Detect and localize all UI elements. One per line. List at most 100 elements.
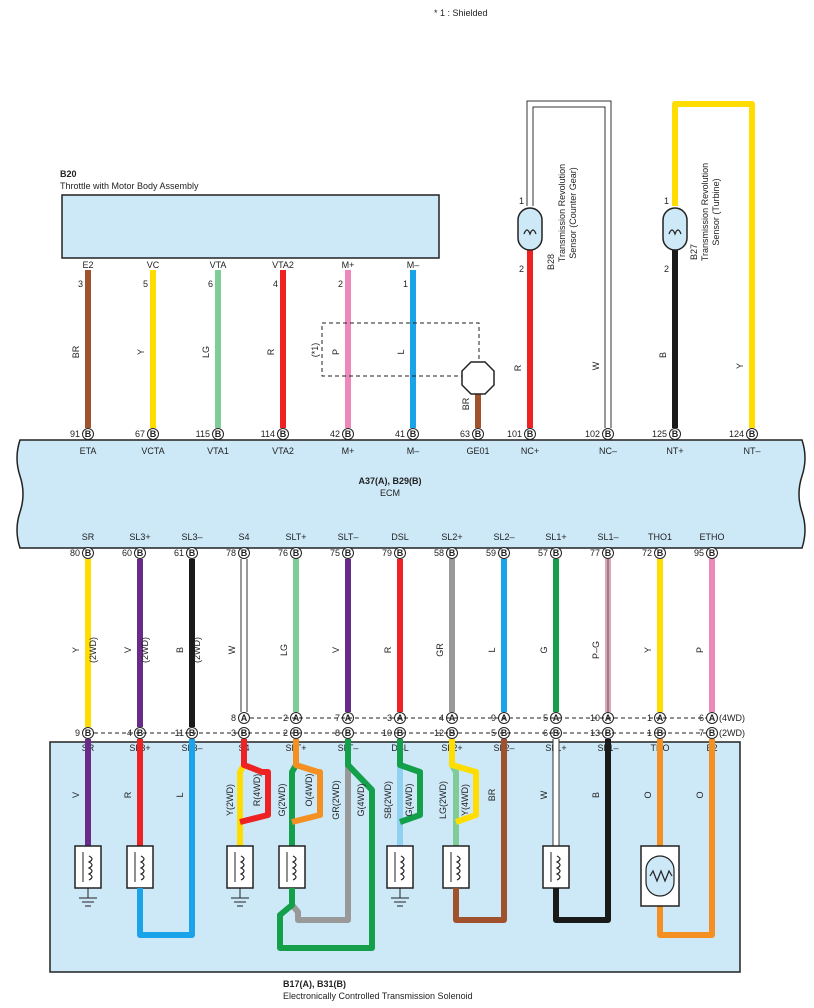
- nc-minus-wire-outline: [526, 100, 612, 428]
- sol-b-pin-0-letter: B: [85, 728, 92, 738]
- ecm-top-pin-number: 42: [330, 429, 340, 439]
- sol-tho-code: O: [643, 791, 653, 798]
- throttle-terminal-name: VTA: [210, 260, 227, 270]
- ecm-bottom-signal: DSL: [391, 532, 409, 542]
- ecm-bottom-pin-8-letter: B: [501, 548, 508, 558]
- sol-a-pin-7-letter: A: [449, 713, 456, 723]
- counter-gear-pin1: 1: [519, 196, 524, 206]
- ecm-top-pin-4-letter: B: [345, 429, 352, 439]
- ecm-bottom-pin-4-letter: B: [293, 548, 300, 558]
- wires-layer: [85, 100, 755, 727]
- ecm-bottom-signal: SR: [82, 532, 95, 542]
- ecm-top-pin-number: 41: [395, 429, 405, 439]
- ecm-bottom-wire-code: P–G: [591, 641, 601, 659]
- sol-sltp-2wd-label: G(2WD): [277, 784, 287, 817]
- ecm-bottom-pin-number: 76: [278, 548, 288, 558]
- throttle-pin-number: 3: [78, 279, 83, 289]
- ecm-top-pin-2-circle: [212, 428, 224, 440]
- throttle-pin-number: 5: [143, 279, 148, 289]
- ecm-top-pin-number: 91: [70, 429, 80, 439]
- ecm-bottom-pin-10-letter: B: [605, 548, 612, 558]
- throttle-terminal-name: M+: [342, 260, 355, 270]
- throttle-terminal-name: E2: [82, 260, 93, 270]
- sol-a-pin-number: 8: [231, 713, 236, 723]
- ecm-box: [16, 439, 806, 549]
- sol-sl3p-code: R: [123, 791, 133, 798]
- sol-sl2m-wire: [453, 739, 507, 923]
- sol-sl2p-4wd-wire: [449, 739, 479, 825]
- ecm-bottom-wire-code: Y: [71, 647, 81, 653]
- sol-sl1-box: [542, 845, 570, 889]
- ecm-bottom-wire-code: R: [383, 646, 393, 653]
- sol-s4-box: [226, 845, 254, 889]
- throttle-wire-code: P: [331, 349, 341, 355]
- sol-b-pin-8-letter: B: [501, 728, 508, 738]
- ecm-ge01-pin-circle: [472, 428, 484, 440]
- sol-sl3-coil-icon: [139, 855, 145, 881]
- throttle-code: B20: [60, 169, 77, 179]
- ecm-sensor-pin-2-circle: [669, 428, 681, 440]
- ecm-sensor-signal: NT+: [666, 446, 683, 456]
- ecm-sensor-pin-1-letter: B: [605, 429, 612, 439]
- sol-sl3-box: [126, 845, 154, 889]
- ecm-top-signal: VTA1: [207, 446, 229, 456]
- sol-sltp-4wd-wire: [291, 739, 323, 825]
- sol-b-pin-number: 7: [699, 728, 704, 738]
- sol-a-pin-3-circle: [238, 712, 250, 724]
- counter-gear-sensor-icon: [517, 207, 543, 251]
- sol-sl2p-4wd-label: Y(4WD): [460, 784, 470, 816]
- sol-s4-4wd-wire: [239, 739, 271, 825]
- turbine-name2: Sensor (Turbine): [711, 178, 721, 245]
- sol-s4-ground-icon: [231, 888, 249, 907]
- ecm-sensor-pin-2-letter: B: [672, 429, 679, 439]
- thermistor-resistor-icon: [649, 869, 673, 883]
- ecm-top-pin-3-letter: B: [280, 429, 287, 439]
- sol-a-pin-number: 3: [387, 713, 392, 723]
- throttle-pin-number: 1: [403, 279, 408, 289]
- pins-layer: E23BRB91ETAVC5YB67VCTAVTA6LGB115VTA1VTA2…: [70, 260, 761, 753]
- throttle-terminal-name: VTA2: [272, 260, 294, 270]
- ecm-ge01-pin-letter: B: [475, 429, 482, 439]
- ecm-bottom-wire-code: GR: [435, 643, 445, 657]
- throttle-wire-code: R: [266, 348, 276, 355]
- throttle-terminal-name: M–: [407, 260, 420, 270]
- counter-gear-coil-icon: [523, 229, 537, 236]
- ecm-bottom-pin-3-circle: [238, 547, 250, 559]
- ecm-bottom-pin-1-letter: B: [137, 548, 144, 558]
- sol-sr-ground-icon: [79, 888, 97, 907]
- turbine-coil-icon: [668, 229, 682, 236]
- ecm-bottom-wire-code: G: [539, 646, 549, 653]
- throttle-body-box: [61, 194, 440, 259]
- ecm-top-signal: VTA2: [272, 446, 294, 456]
- ecm-bottom-pin-11-circle: [654, 547, 666, 559]
- ecm-top-pin-3-circle: [277, 428, 289, 440]
- ecm-bottom-pin-number: 57: [538, 548, 548, 558]
- ecm-bottom-pin-7-circle: [446, 547, 458, 559]
- sol-b-pin-12-letter: B: [709, 728, 716, 738]
- turbine-code: B27: [689, 244, 699, 260]
- ecm-top-pin-1-circle: [147, 428, 159, 440]
- sol-dsl-4wd-label: G(4WD): [404, 784, 414, 817]
- sol-dsl-ground-icon: [391, 888, 409, 907]
- ecm-bottom-signal: SL3+: [129, 532, 150, 542]
- ecm-sensor-pin-1-circle: [602, 428, 614, 440]
- connector-b-drive: (2WD): [719, 728, 745, 738]
- ecm-sensor-signal: NC–: [599, 446, 617, 456]
- sol-b-pin-12-circle: [706, 727, 718, 739]
- sol-sltm-2wd-label: GR(2WD): [331, 780, 341, 820]
- ecm-ge01-pin-number: 63: [460, 429, 470, 439]
- sol-a-pin-number: 9: [491, 713, 496, 723]
- turbine-name1: Transmission Revolution: [700, 163, 710, 261]
- ecm-top-pin-number: 115: [196, 429, 210, 439]
- nc-minus-wire: [527, 101, 611, 428]
- ecm-sensor-signal: NT–: [743, 446, 760, 456]
- ground-wire-code: BR: [461, 397, 471, 410]
- ecm-sensor-pin-0-circle: [524, 428, 536, 440]
- throttle-terminal-name: VC: [147, 260, 160, 270]
- ecm-bottom-pin-number: 60: [122, 548, 132, 558]
- ecm-bottom-pin-5-letter: B: [345, 548, 352, 558]
- sol-sl2p-2wd-label: LG(2WD): [438, 781, 448, 819]
- sol-sr-code: V: [71, 792, 81, 798]
